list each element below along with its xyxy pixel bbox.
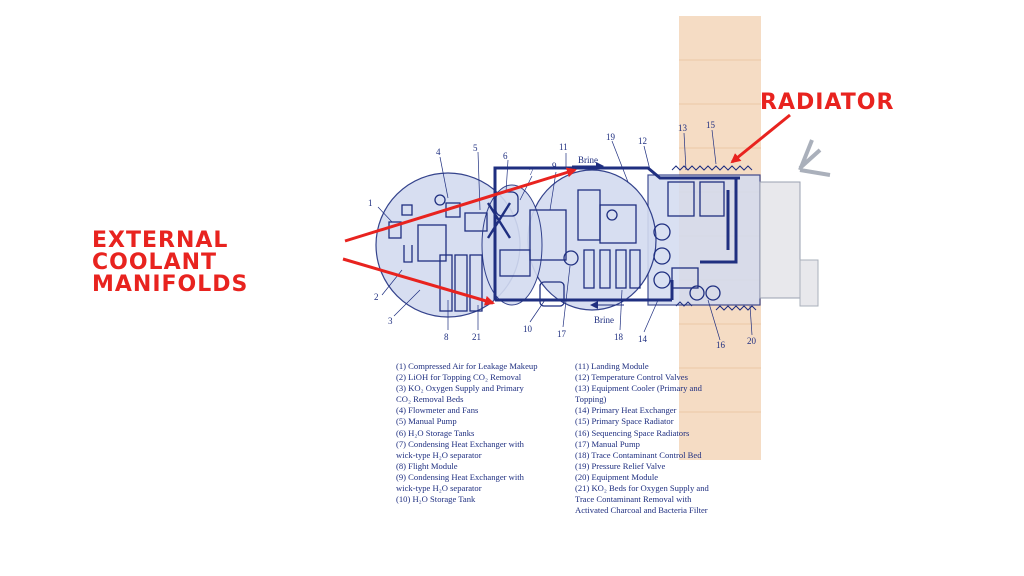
callout-number-8: 8 bbox=[444, 332, 449, 342]
brine-flow-arrows bbox=[572, 162, 624, 309]
callout-number-1: 1 bbox=[368, 198, 373, 208]
callout-number-2: 2 bbox=[374, 292, 379, 302]
legend-item: wick-type H₂O separator bbox=[396, 483, 482, 494]
legend-item: (10) H₂O Storage Tank bbox=[396, 494, 476, 505]
internal-components bbox=[388, 181, 725, 312]
legend-item: (6) H₂O Storage Tanks bbox=[396, 427, 475, 438]
radiator-zigzags bbox=[671, 165, 757, 311]
annotation-arrows bbox=[342, 113, 791, 306]
legend-item: (5) Manual Pump bbox=[396, 416, 457, 427]
callout-number-4: 4 bbox=[436, 147, 441, 157]
callout-number-6: 6 bbox=[503, 151, 508, 161]
callout-number-19: 19 bbox=[606, 132, 616, 142]
legend-item: (7) Condensing Heat Exchanger with bbox=[396, 438, 524, 449]
legend-item: (12) Temperature Control Valves bbox=[575, 372, 688, 383]
legend-item: Activated Charcoal and Bacteria Filter bbox=[575, 505, 708, 516]
equipment-module bbox=[647, 139, 831, 307]
callout-number-11: 11 bbox=[559, 142, 568, 152]
legend-item: (4) Flowmeter and Fans bbox=[396, 405, 479, 416]
callout-number-15: 15 bbox=[706, 120, 716, 130]
legend-item: (14) Primary Heat Exchanger bbox=[575, 405, 677, 416]
callout-number-9: 9 bbox=[552, 161, 557, 171]
callout-number-7: 7 bbox=[529, 167, 534, 177]
legend-item: (3) KO₂ Oxygen Supply and Primary bbox=[396, 383, 524, 394]
callout-number-5: 5 bbox=[473, 143, 478, 153]
callout-number-18: 18 bbox=[614, 332, 624, 342]
legend-item: (13) Equipment Cooler (Primary and bbox=[575, 383, 702, 394]
legend-item: (16) Sequencing Space Radiators bbox=[575, 427, 690, 438]
legend-item: (8) Flight Module bbox=[396, 460, 458, 471]
legend-item: (20) Equipment Module bbox=[575, 471, 659, 482]
legend-item: (15) Primary Space Radiator bbox=[575, 416, 674, 427]
legend-item: (1) Compressed Air for Leakage Makeup bbox=[396, 361, 538, 371]
callout-number-21: 21 bbox=[472, 332, 481, 342]
coolant-arrow-lower bbox=[342, 257, 495, 306]
legend-item: (9) Condensing Heat Exchanger with bbox=[396, 471, 524, 482]
coolant-loop bbox=[493, 166, 740, 302]
legend-item: Trace Contaminant Removal with bbox=[575, 494, 692, 505]
legend-item: (18) Trace Contaminant Control Bed bbox=[575, 449, 702, 460]
brine-label-top: Brine bbox=[578, 155, 598, 165]
legend-item: (2) LiOH for Topping CO₂ Removal bbox=[396, 372, 522, 383]
legend-item: (11) Landing Module bbox=[575, 361, 649, 371]
legend-right-column: (11) Landing Module (12) Temperature Con… bbox=[575, 361, 755, 516]
callout-number-16: 16 bbox=[716, 340, 726, 350]
legend-left-column: (1) Compressed Air for Leakage Makeup (2… bbox=[396, 361, 571, 505]
legend-item: (17) Manual Pump bbox=[575, 438, 640, 449]
coolant-label-line-1: EXTERNAL COOLANT bbox=[92, 228, 229, 275]
legend-item: (19) Pressure Relief Valve bbox=[575, 460, 666, 471]
legend-item: wick-type H₂O separator bbox=[396, 449, 482, 460]
callout-number-10: 10 bbox=[523, 324, 533, 334]
legend-item: (21) KO₂ Beds for Oxygen Supply and bbox=[575, 483, 709, 494]
callout-number-12: 12 bbox=[638, 136, 647, 146]
callout-number-14: 14 bbox=[638, 334, 648, 344]
radiator-label: RADIATOR bbox=[760, 90, 895, 115]
legend-item: Topping) bbox=[575, 394, 607, 405]
callout-number-20: 20 bbox=[747, 336, 757, 346]
callout-number-13: 13 bbox=[678, 123, 688, 133]
legend-item: CO₂ Removal Beds bbox=[396, 394, 464, 405]
coolant-arrow-upper bbox=[344, 167, 577, 243]
callout-number-3: 3 bbox=[388, 316, 393, 326]
radiator-arrow bbox=[730, 113, 791, 164]
brine-label-bottom: Brine bbox=[594, 315, 614, 325]
external-coolant-manifolds-label: EXTERNAL COOLANT MANIFOLDS bbox=[92, 230, 352, 296]
callout-number-17: 17 bbox=[557, 329, 567, 339]
coolant-label-line-2: MANIFOLDS bbox=[92, 272, 249, 297]
